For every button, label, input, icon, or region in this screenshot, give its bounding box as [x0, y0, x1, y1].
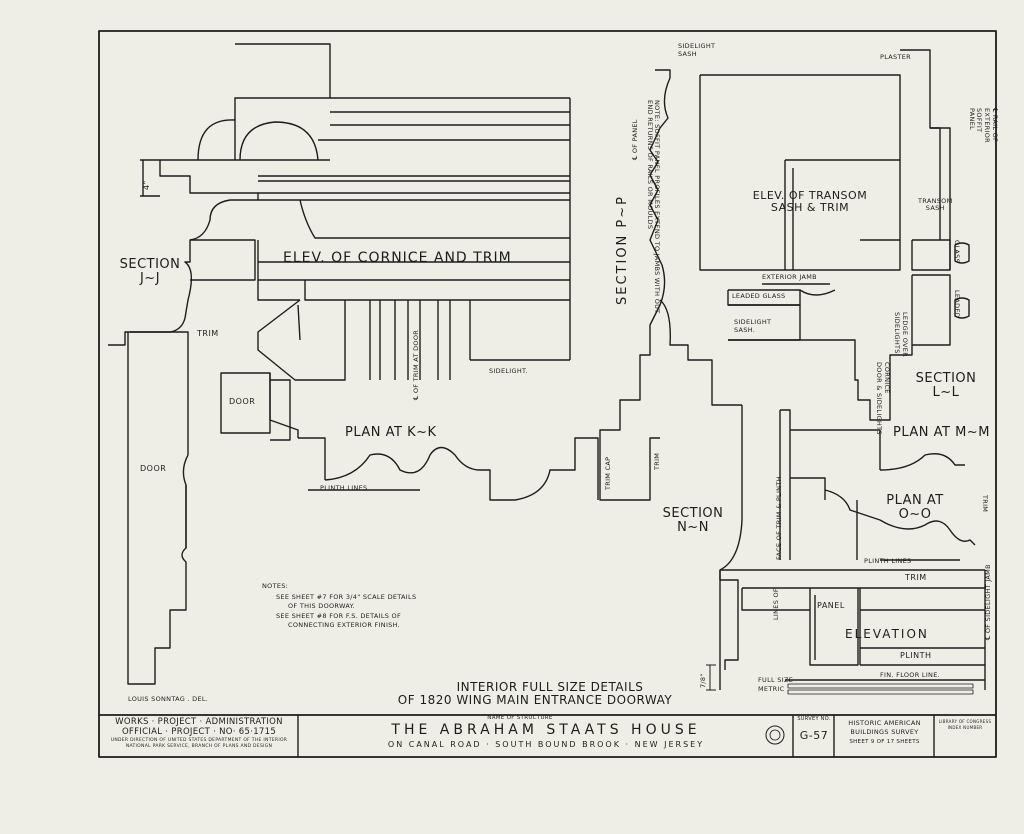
cornice-note: CORNICE DOOR & SIDELIGHTS — [875, 362, 891, 435]
section-pp-profile — [599, 69, 742, 501]
dimension-4in: 4" — [142, 180, 151, 190]
trim-label: TRIM — [197, 329, 219, 338]
face-of-trim-label: FACE OF TRIM & PLINTH — [775, 476, 783, 560]
leaded-label: LEADED — [953, 290, 961, 319]
plan-mm-oo-profiles — [719, 405, 985, 670]
plinth-label: PLINTH — [900, 651, 932, 660]
sidelight-label: SIDELIGHT. — [489, 367, 528, 375]
trim-block-label: TRIM — [653, 452, 661, 470]
agency-line-4: NATIONAL PARK SERVICE, BRANCH OF PLANS A… — [125, 744, 273, 749]
leaded-glass-label: LEADED GLASS — [732, 292, 786, 300]
lines-of-label: LINES OF — [772, 588, 780, 620]
transom-elevation-label: ELEV. OF TRANSOM SASH & TRIM — [752, 189, 868, 214]
panel-center-label: ℄ OF PANEL — [631, 119, 639, 160]
plinth-lines-label-2: PLINTH LINES — [864, 557, 912, 565]
exterior-soffit-label: ℄ RAIL OF EXTERIOR SOFFIT PANEL — [967, 108, 999, 143]
exterior-jamb-label: EXTERIOR JAMB — [762, 273, 817, 281]
drawing-title-line-1: INTERIOR FULL SIZE DETAILS — [456, 680, 644, 694]
drawing-title-line-2: OF 1820 WING MAIN ENTRANCE DOORWAY — [397, 693, 673, 707]
title-block-dividers — [297, 715, 935, 757]
door-small-label: DOOR — [229, 397, 256, 406]
notes-line-3: SEE SHEET #8 FOR F.S. DETAILS OF — [276, 612, 401, 620]
agency-line-2: OFFICIAL · PROJECT · NO· 65·1715 — [121, 727, 277, 737]
fin-floor-label: FIN. FLOOR LINE. — [880, 671, 940, 679]
trim-cap-label: TRIM CAP — [604, 456, 612, 490]
door-large-label: DOOR — [140, 464, 167, 473]
scale-metric: METRIC — [758, 685, 785, 693]
section-ll-label: SECTION L~L — [915, 371, 977, 400]
scale-full-size: FULL SIZE — [758, 676, 794, 684]
section-pp-label: SECTION P~P — [615, 195, 630, 305]
agency-line-1: WORKS · PROJECT · ADMINISTRATION — [115, 717, 283, 727]
cornice-elevation-label: ELEV. OF CORNICE AND TRIM — [283, 250, 512, 266]
survey-caption: SURVEY NO. — [797, 716, 831, 722]
plan-kk-label: PLAN AT K~K — [345, 425, 437, 440]
ledge-note: LEDGE OVER SIDELIGHTS — [893, 312, 909, 358]
trim-at-door-label: ℄ OF TRIM AT DOOR — [412, 329, 420, 400]
door-elevation-large — [127, 331, 189, 685]
sidelight-sash-label: SIDELIGHT SASH. — [734, 318, 772, 335]
notes-line-4: CONNECTING EXTERIOR FINISH. — [288, 621, 401, 629]
survey-number: G-57 — [799, 729, 829, 742]
sheet-border — [98, 30, 997, 758]
plaster-label: PLASTER — [880, 53, 911, 61]
name-caption: NAME OF STRUCTURE — [487, 715, 553, 721]
notes-line-1: SEE SHEET #7 FOR 3/4" SCALE DETAILS — [276, 593, 417, 601]
notes-line-2: OF THIS DOORWAY. — [288, 602, 355, 610]
sheet-number: SHEET 9 OF 17 SHEETS — [849, 739, 920, 745]
trim-elevation-label: TRIM — [905, 573, 927, 582]
transom-sash-label: TRANSOM SASH — [918, 197, 953, 212]
notes-heading: NOTES: — [262, 582, 289, 590]
bottom-elevation — [706, 570, 986, 695]
sidelight-jamb-label: ℄ OF SIDELIGHT JAMB — [984, 564, 992, 640]
plan-mm-label: PLAN AT M~M — [893, 425, 990, 440]
plan-kk-profile — [269, 304, 660, 501]
glass-label: GLASS — [953, 240, 961, 264]
panel-label: PANEL — [817, 601, 845, 610]
trim-right-label: TRIM — [981, 495, 989, 513]
structure-location: ON CANAL ROAD · SOUTH BOUND BROOK · NEW … — [387, 740, 705, 749]
survey-line-1: HISTORIC AMERICAN — [848, 719, 921, 727]
cornice-elevation — [257, 97, 571, 381]
section-jj-label: SECTION J~J — [119, 257, 181, 286]
agency-line-3: UNDER DIRECTION OF UNITED STATES DEPARTM… — [110, 738, 288, 743]
plinth-lines-label-1: PLINTH LINES — [320, 484, 368, 492]
library-line-1: LIBRARY OF CONGRESS — [938, 719, 992, 724]
elevation-label: ELEVATION — [845, 627, 929, 641]
transom-elevation — [699, 49, 970, 421]
dimension-7-8: 7/8" — [699, 673, 707, 688]
soffit-note: NOTE: SOFFIT PANEL PROFILES EXTEND TO JA… — [646, 100, 661, 314]
sidelight-sash-top: SIDELIGHT SASH — [678, 42, 716, 58]
section-nn-label: SECTION N~N — [662, 506, 724, 535]
plan-oo-label: PLAN AT O~O — [886, 493, 944, 522]
library-line-2: INDEX NUMBER — [947, 725, 983, 730]
structure-name: THE ABRAHAM STAATS HOUSE — [391, 722, 701, 738]
delineator: LOUIS SONNTAG . DEL. — [128, 695, 209, 703]
survey-line-2: BUILDINGS SURVEY — [850, 728, 919, 736]
